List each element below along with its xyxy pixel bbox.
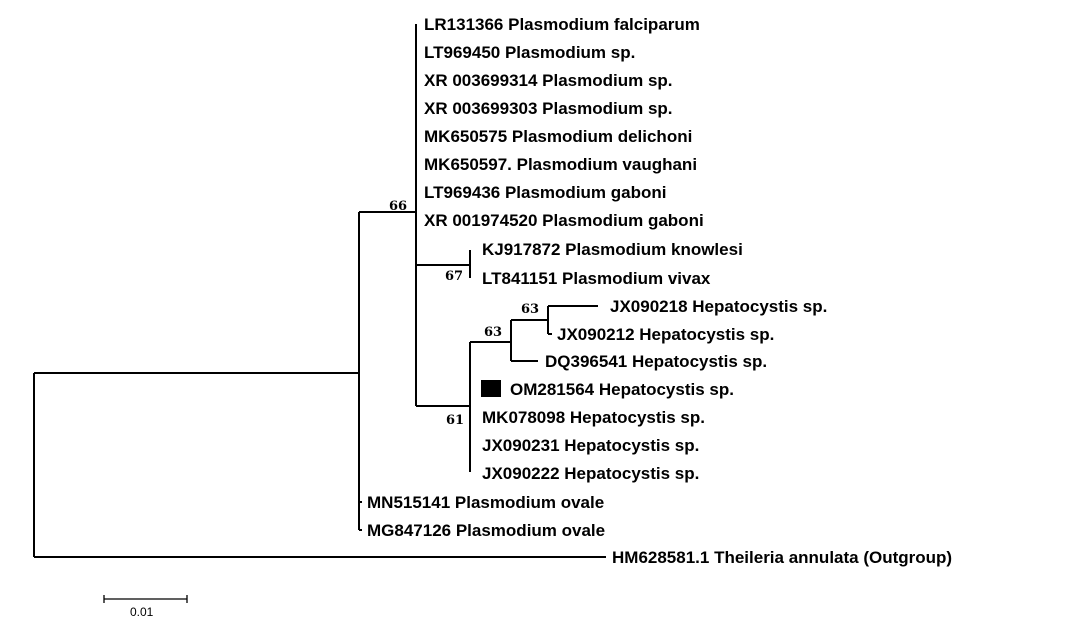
bootstrap-value: 66 bbox=[389, 199, 407, 214]
taxon-label: MK078098 Hepatocystis sp. bbox=[482, 408, 705, 427]
taxon-label: MK650575 Plasmodium delichoni bbox=[424, 127, 692, 146]
tree-branches bbox=[33, 24, 606, 558]
taxon-label: JX090212 Hepatocystis sp. bbox=[557, 325, 774, 344]
taxon-label: DQ396541 Hepatocystis sp. bbox=[545, 352, 767, 371]
bootstrap-values: 66 67 63 63 61 bbox=[389, 199, 539, 428]
taxon-label: MG847126 Plasmodium ovale bbox=[367, 521, 605, 540]
taxon-label: XR 003699303 Plasmodium sp. bbox=[424, 99, 673, 118]
taxon-label: MK650597. Plasmodium vaughani bbox=[424, 155, 697, 174]
taxon-labels: LR131366 Plasmodium falciparum LT969450 … bbox=[367, 15, 952, 567]
scale-bar: 0.01 bbox=[103, 595, 188, 619]
taxon-label: JX090231 Hepatocystis sp. bbox=[482, 436, 699, 455]
bootstrap-value: 63 bbox=[484, 325, 502, 340]
bootstrap-value: 67 bbox=[445, 269, 463, 284]
highlight-square-marker bbox=[481, 380, 501, 397]
taxon-label: XR 001974520 Plasmodium gaboni bbox=[424, 211, 704, 230]
bootstrap-value: 63 bbox=[521, 302, 539, 317]
taxon-label: XR 003699314 Plasmodium sp. bbox=[424, 71, 673, 90]
scale-bar-line bbox=[103, 595, 188, 603]
taxon-label: LT841151 Plasmodium vivax bbox=[482, 269, 711, 288]
taxon-label: JX090218 Hepatocystis sp. bbox=[610, 297, 827, 316]
scale-bar-label: 0.01 bbox=[130, 605, 154, 619]
taxon-label: KJ917872 Plasmodium knowlesi bbox=[482, 240, 743, 259]
taxon-label: MN515141 Plasmodium ovale bbox=[367, 493, 604, 512]
taxon-label: LT969436 Plasmodium gaboni bbox=[424, 183, 666, 202]
bootstrap-value: 61 bbox=[446, 413, 464, 428]
taxon-label: JX090222 Hepatocystis sp. bbox=[482, 464, 699, 483]
taxon-label: OM281564 Hepatocystis sp. bbox=[510, 380, 734, 399]
taxon-label: HM628581.1 Theileria annulata (Outgroup) bbox=[612, 548, 952, 567]
taxon-label: LT969450 Plasmodium sp. bbox=[424, 43, 635, 62]
taxon-label: LR131366 Plasmodium falciparum bbox=[424, 15, 700, 34]
